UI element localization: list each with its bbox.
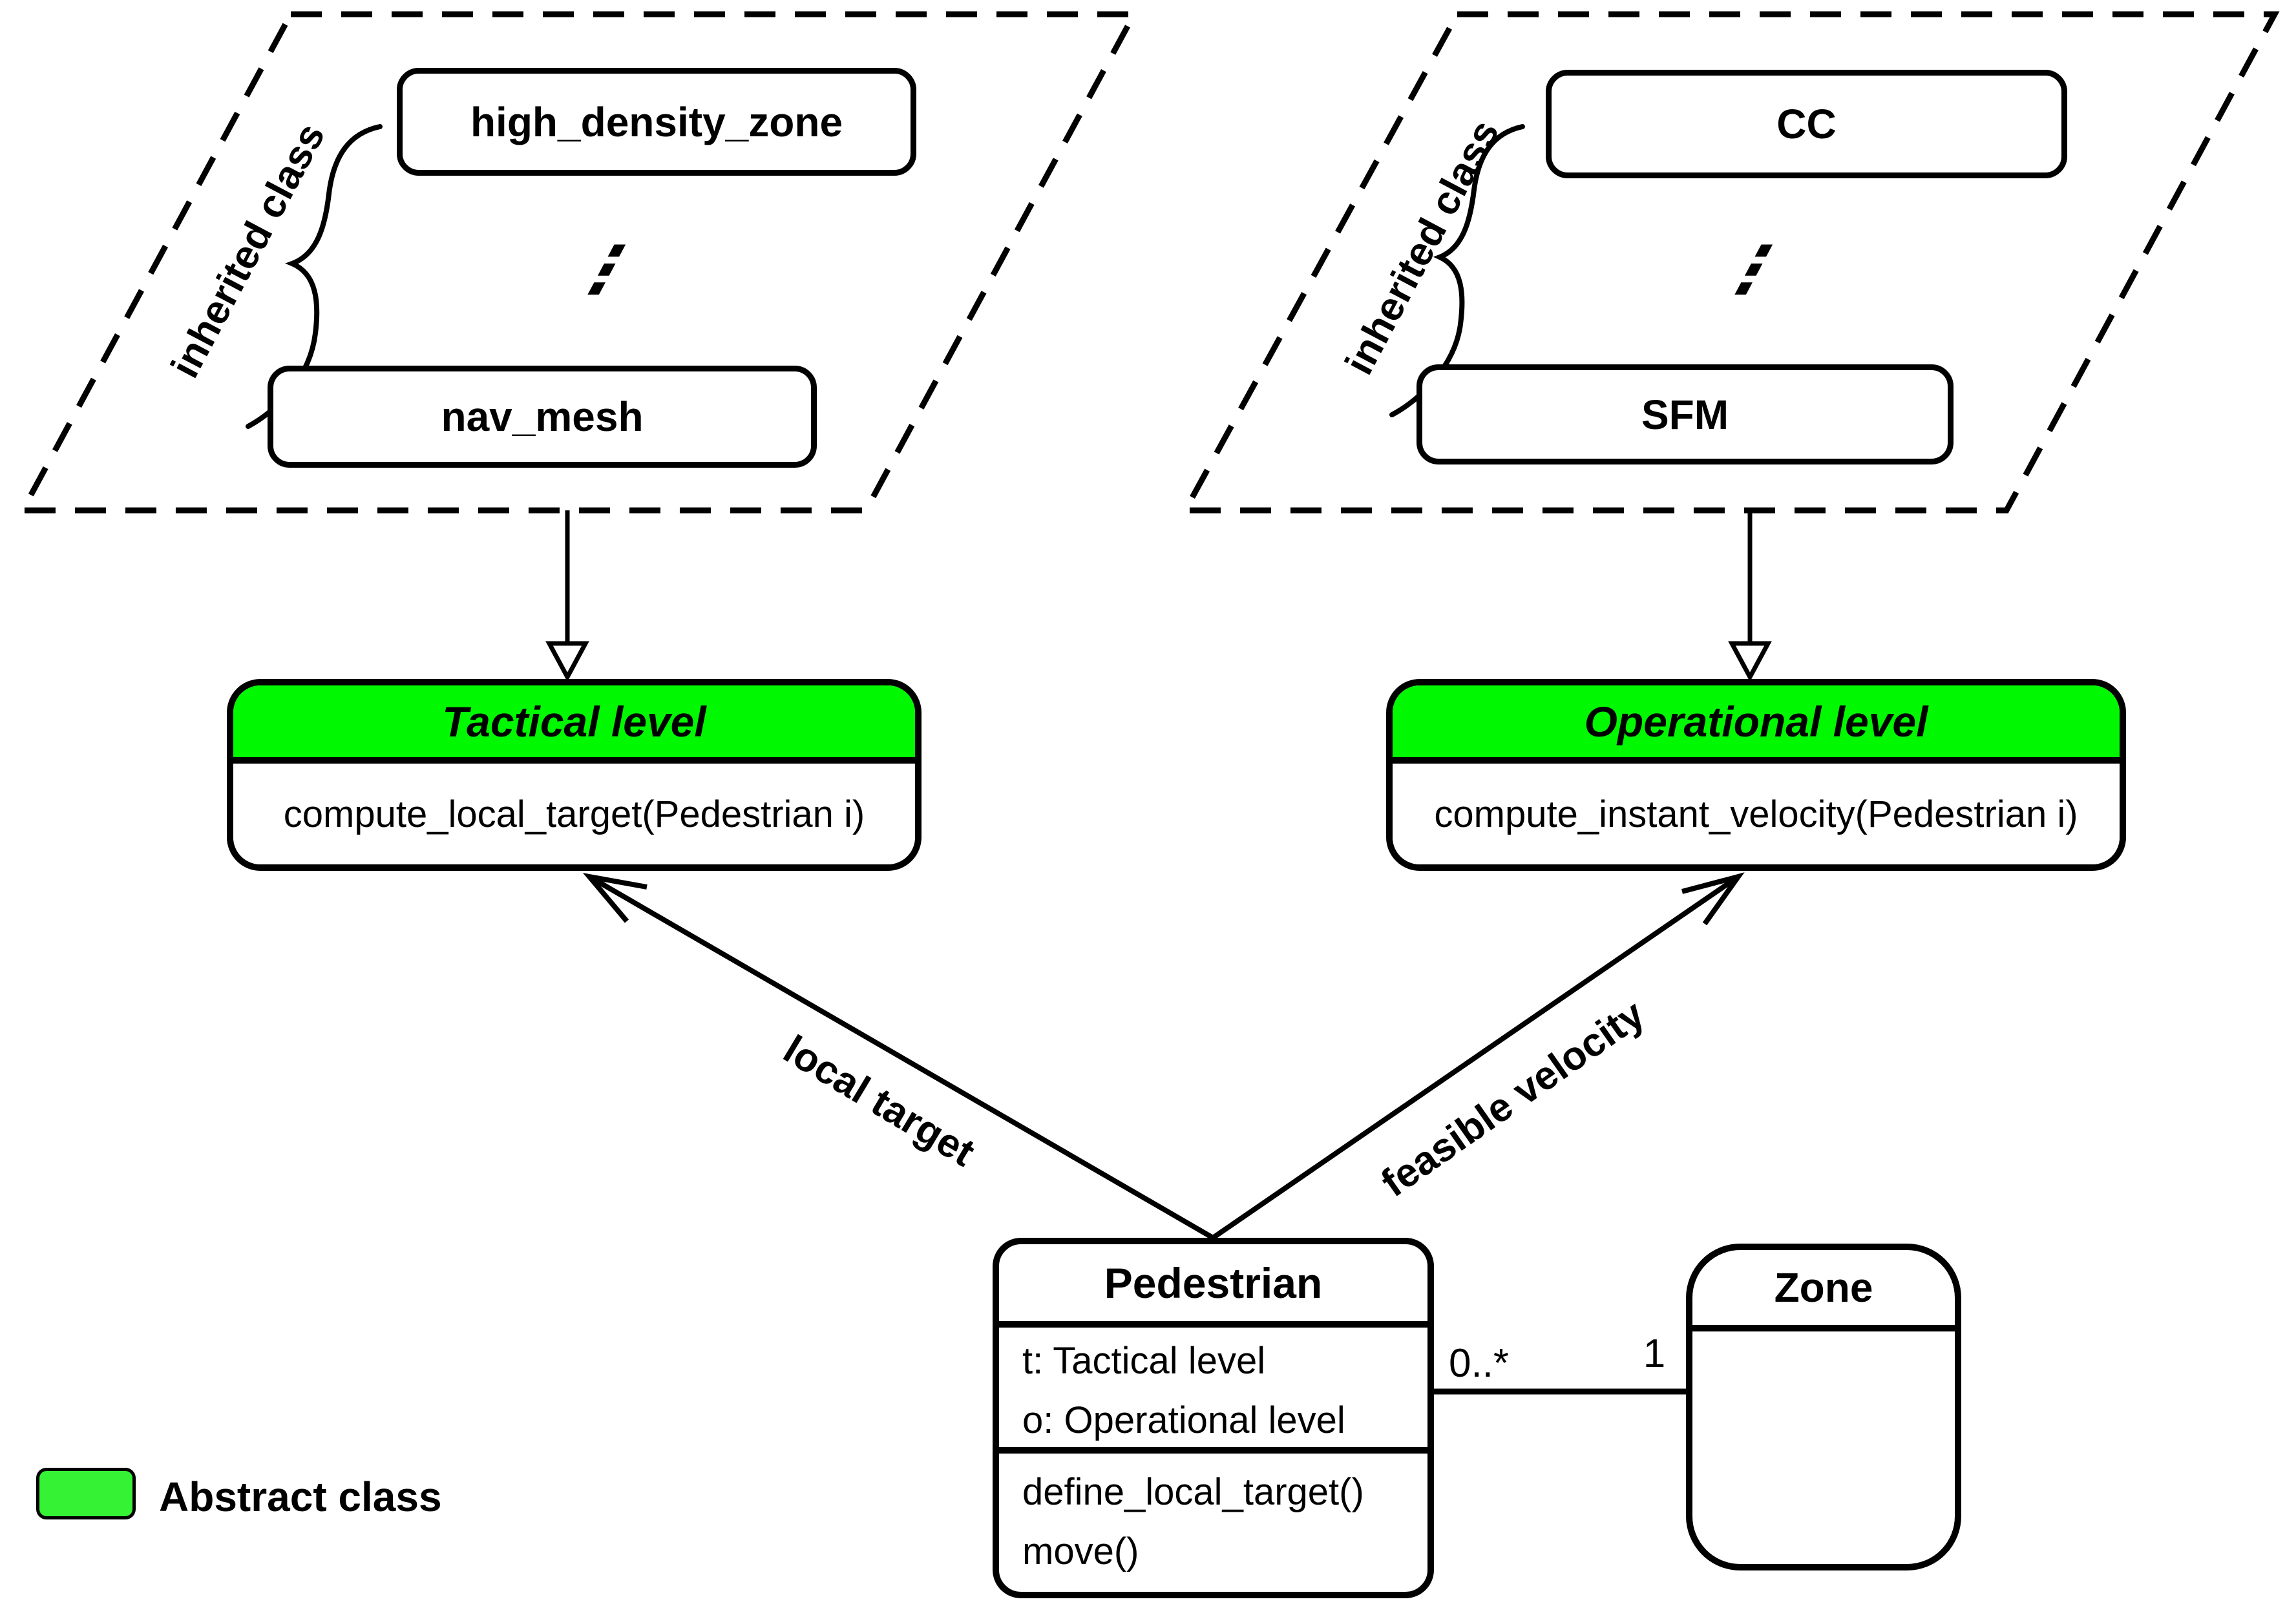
open-arrowhead-local-target (582, 873, 648, 923)
class-tactical-level: Tactical level compute_local_target(Pede… (227, 679, 922, 871)
hollow-arrowhead-operational (1728, 641, 1772, 682)
class-cc-label: CC (1776, 101, 1837, 147)
pedestrian-attributes-compartment: t: Tactical level o: Operational level (999, 1328, 1427, 1454)
zone-title-compartment: Zone (1692, 1250, 1955, 1331)
class-pedestrian: Pedestrian t: Tactical level o: Operatio… (993, 1238, 1434, 1598)
class-nav-mesh-label: nav_mesh (441, 393, 644, 440)
legend-abstract-class-label: Abstract class (159, 1474, 442, 1520)
operational-level-title: Operational level (1584, 697, 1928, 746)
operational-level-method: compute_instant_velocity(Pedestrian i) (1393, 764, 2120, 864)
inherited-group-frame-left (17, 11, 1139, 514)
edge-local-target (587, 874, 1215, 1240)
legend-abstract-class-swatch (36, 1468, 136, 1519)
class-operational-level: Operational level compute_instant_veloci… (1386, 679, 2126, 871)
multiplicity-pedestrian: 0..* (1449, 1341, 1510, 1386)
pedestrian-method-define-local-target: define_local_target() (1022, 1471, 1364, 1513)
tactical-level-method: compute_local_target(Pedestrian i) (233, 764, 915, 864)
pedestrian-method-move: move() (1022, 1530, 1139, 1572)
class-zone: Zone (1686, 1244, 1961, 1570)
open-arrowhead-feasible-velocity (1681, 872, 1745, 926)
class-high-density-zone-label: high_density_zone (470, 98, 843, 145)
pedestrian-methods-compartment: define_local_target() move() (999, 1454, 1427, 1592)
pedestrian-attribute-o: o: Operational level (1022, 1399, 1345, 1441)
pedestrian-title-compartment: Pedestrian (999, 1244, 1427, 1328)
class-nav-mesh: nav_mesh (268, 366, 817, 468)
class-sfm-label: SFM (1641, 391, 1729, 438)
hollow-arrowhead-tactical (545, 641, 589, 682)
tactical-level-header: Tactical level (233, 685, 915, 764)
class-sfm: SFM (1417, 364, 1954, 464)
zone-body-compartment (1692, 1331, 1955, 1564)
multiplicity-zone: 1 (1643, 1331, 1666, 1376)
pedestrian-title: Pedestrian (1104, 1258, 1323, 1307)
class-cc: CC (1546, 70, 2067, 178)
inherited-group-frame-right (1180, 11, 2280, 514)
tactical-level-title: Tactical level (442, 697, 706, 746)
operational-level-header: Operational level (1393, 685, 2120, 764)
edge-feasible-velocity (1211, 874, 1740, 1240)
pedestrian-attribute-t: t: Tactical level (1022, 1340, 1266, 1382)
class-high-density-zone: high_density_zone (397, 68, 916, 176)
zone-title: Zone (1774, 1264, 1873, 1311)
